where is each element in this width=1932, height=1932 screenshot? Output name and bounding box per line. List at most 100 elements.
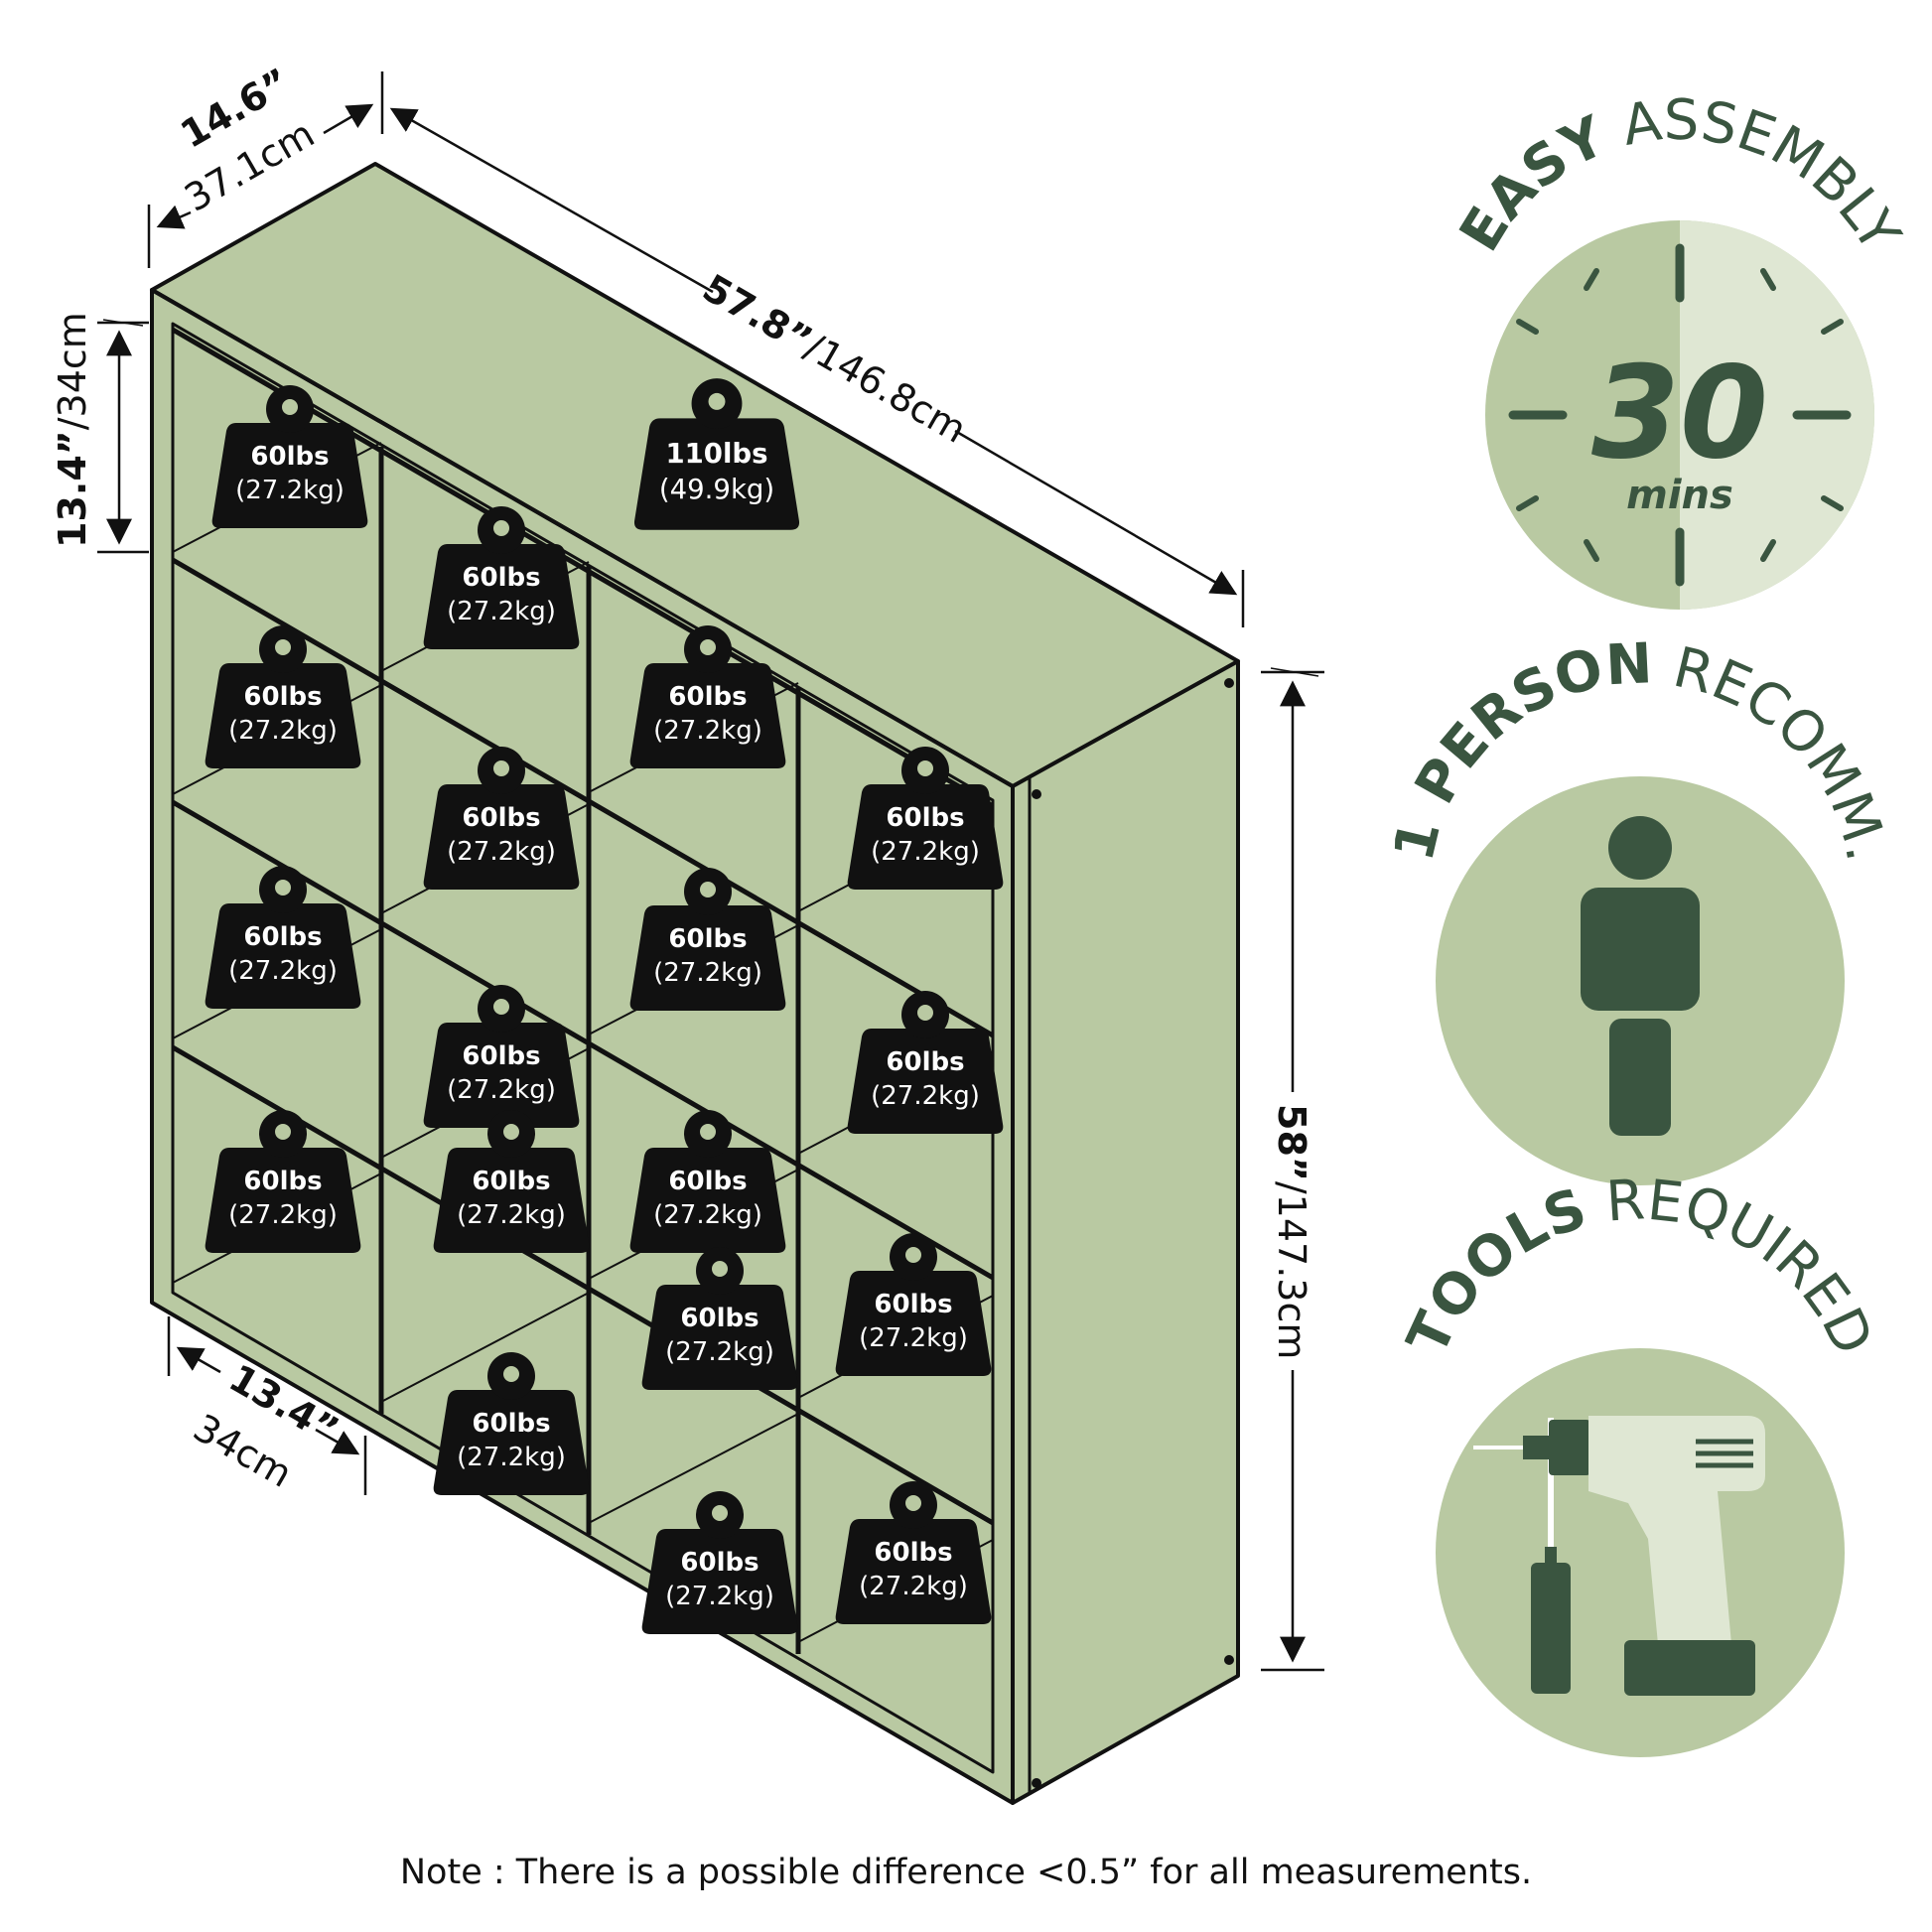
weight-kg: (27.2kg): [228, 1200, 338, 1230]
shelf-side-panel: [1011, 659, 1240, 1805]
tools-required-bold: TOOLS: [1395, 1176, 1594, 1364]
weight-kg: (27.2kg): [457, 1200, 566, 1230]
weight-lbs: 60lbs: [243, 682, 322, 712]
height-label: 58”/147.3cm: [1270, 1104, 1313, 1359]
cube-weight-label: 60lbs (27.2kg): [205, 625, 361, 768]
drill-screwdriver-icon: [1473, 1416, 1765, 1696]
weight-body: [433, 1390, 590, 1495]
weight-kg: (27.2kg): [859, 1572, 968, 1601]
weight-kg: (27.2kg): [447, 597, 556, 626]
weight-handle-hole: [917, 760, 933, 776]
weight-lbs: 60lbs: [243, 1167, 322, 1196]
cube-height-cm: /34cm: [51, 312, 94, 430]
cube-weight-label: 60lbs(27.2kg): [211, 385, 368, 528]
weight-handle-hole: [503, 1124, 519, 1140]
weight-body: [433, 1148, 590, 1253]
weight-handle-hole: [493, 999, 509, 1015]
cube-weight-label: 60lbs (27.2kg): [847, 991, 1004, 1134]
weight-lbs: 60lbs: [243, 922, 322, 952]
weight-kg: (27.2kg): [457, 1443, 566, 1472]
weight-lbs: 60lbs: [462, 803, 540, 833]
cube-weight-label: 60lbs (27.2kg): [205, 866, 361, 1009]
weight-lbs: 110lbs: [665, 438, 767, 470]
weight-body: [423, 1023, 580, 1128]
weight-kg: (27.2kg): [228, 956, 338, 986]
weight-handle-hole: [905, 1495, 921, 1511]
weight-kg: (27.2kg): [859, 1323, 968, 1353]
cube-weight-label: 60lbs (27.2kg): [433, 1110, 590, 1253]
cube-weight-label: 60lbs (27.2kg): [423, 506, 580, 649]
cube-height-inches: 13.4”: [51, 430, 94, 548]
weight-lbs: 60lbs: [886, 803, 964, 833]
person-icon: [1581, 816, 1700, 1136]
weight-lbs: 60lbs: [668, 682, 747, 712]
clock-icon: [1485, 220, 1874, 610]
weight-kg: (27.2kg): [653, 1200, 762, 1230]
weight-handle-hole: [700, 1124, 716, 1140]
assembly-minutes-number: 30: [1591, 340, 1768, 487]
easy-assembly-bold: EASY: [1448, 104, 1616, 263]
weight-kg: (27.2kg): [653, 958, 762, 988]
top-weight-label: 110lbs (49.9kg): [633, 378, 800, 530]
cube-weight-label: 60lbs (27.2kg): [835, 1233, 992, 1376]
weight-kg: (27.2kg): [871, 837, 980, 867]
weight-body: [423, 784, 580, 890]
cube-height-label: 13.4”/34cm: [51, 312, 94, 548]
shelf-top-edge: [151, 288, 1014, 788]
weight-kg: (27.2kg): [447, 1075, 556, 1105]
cube-weight-label: 60lbs (27.2kg): [205, 1110, 361, 1253]
weight-body: [641, 1285, 798, 1390]
one-person-badge: 1 PERSON RECOMM.: [1382, 631, 1898, 1185]
width-inches: 57.8”: [696, 266, 820, 362]
measurement-note: Note : There is a possible difference <0…: [399, 1853, 1533, 1892]
weight-body: [633, 418, 800, 530]
weight-body: [629, 905, 786, 1011]
tools-badge-circle: [1436, 1348, 1845, 1757]
height-cm: /147.3cm: [1270, 1181, 1313, 1360]
weight-handle-hole: [493, 760, 509, 776]
weight-kg: (27.2kg): [447, 837, 556, 867]
weight-body: [205, 903, 361, 1009]
weight-lbs: 60lbs: [680, 1304, 759, 1333]
weight-body: [835, 1271, 992, 1376]
cube-weight-label: 60lbs(27.2kg): [433, 1352, 590, 1495]
weight-lbs: 60lbs: [886, 1047, 964, 1077]
cube-weight-label: 60lbs(27.2kg): [641, 1247, 798, 1390]
weight-lbs: 60lbs: [680, 1548, 759, 1578]
weight-handle-hole: [905, 1247, 921, 1263]
weight-lbs: 60lbs: [874, 1290, 952, 1319]
weight-kg: (27.2kg): [871, 1081, 980, 1111]
weight-lbs: 60lbs: [462, 563, 540, 593]
shelf-screws: [1032, 678, 1234, 1788]
weight-body: [847, 784, 1004, 890]
weight-kg: (27.2kg): [665, 1582, 774, 1611]
weight-handle-hole: [917, 1005, 933, 1021]
weight-lbs: 60lbs: [472, 1167, 550, 1196]
weight-kg: (49.9kg): [659, 474, 774, 505]
weight-kg: (27.2kg): [235, 476, 345, 505]
assembly-minutes-unit: mins: [1626, 473, 1733, 518]
weight-handle-hole: [275, 639, 291, 655]
weight-body: [205, 1148, 361, 1253]
weight-body: [205, 663, 361, 768]
cube-weight-label: 60lbs(27.2kg): [629, 1110, 786, 1253]
weight-body: [423, 544, 580, 649]
weight-handle-hole: [700, 882, 716, 897]
weight-kg: (27.2kg): [228, 716, 338, 746]
weight-handle-hole: [275, 880, 291, 896]
cube-weight-label: 60lbs (27.2kg): [641, 1491, 798, 1634]
tools-required-light: REQUIRED: [1581, 1168, 1885, 1364]
tools-required-title: TOOLS REQUIRED: [1395, 1168, 1885, 1364]
weight-lbs: 60lbs: [462, 1041, 540, 1071]
screwdriver-icon: [1531, 1418, 1571, 1694]
weight-kg: (27.2kg): [653, 716, 762, 746]
cube-weight-label: 60lbs(27.2kg): [629, 868, 786, 1011]
weight-lbs: 60lbs: [874, 1538, 952, 1568]
weight-body: [835, 1519, 992, 1624]
power-drill-icon: [1473, 1416, 1765, 1696]
weight-body: [629, 663, 786, 768]
weight-handle-hole: [493, 520, 509, 536]
dimension-lines: [97, 71, 1324, 1672]
weight-body: [629, 1148, 786, 1253]
